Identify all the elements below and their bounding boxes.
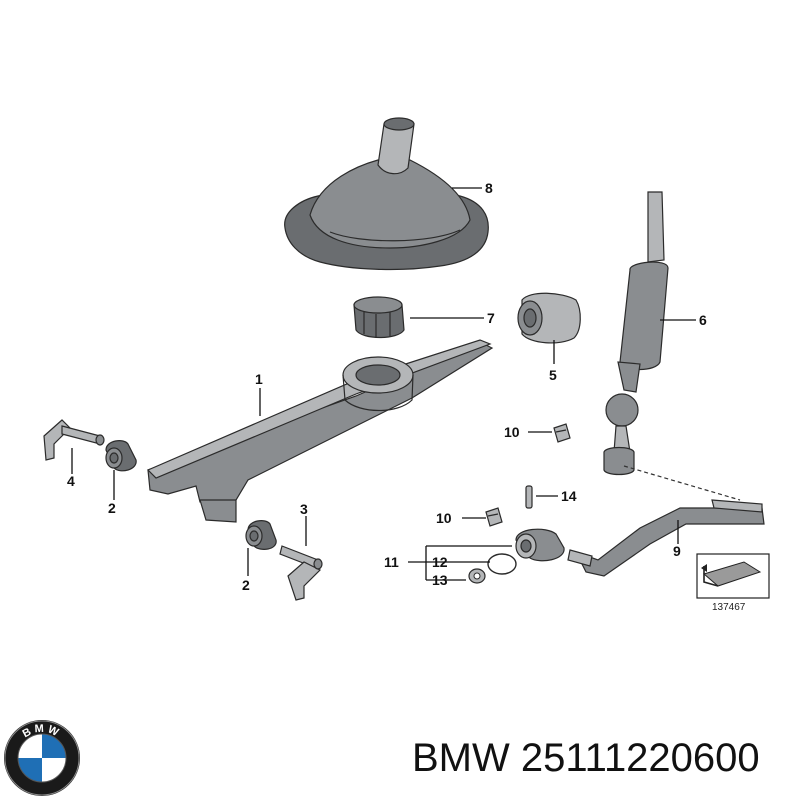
dashed-centre-line — [623, 465, 741, 501]
part-bolt-clip-3 — [279, 545, 323, 601]
callout-3: 3 — [300, 501, 308, 517]
callout-10a: 10 — [504, 424, 520, 440]
callout-6: 6 — [699, 312, 707, 328]
part-bushing-7 — [353, 296, 405, 339]
part-shift-carrier-1 — [146, 339, 494, 523]
callout-11: 11 — [384, 554, 399, 570]
part-shift-boot — [284, 117, 489, 271]
reference-box — [696, 553, 770, 599]
reference-number: 137467 — [712, 602, 746, 613]
part-bearing-shell-5 — [517, 292, 581, 344]
footer-brand: BMW — [412, 736, 510, 780]
part-selector-rod-9 — [567, 499, 765, 577]
leader-lines — [71, 187, 696, 581]
callout-5: 5 — [549, 367, 557, 383]
part-o-ring-12 — [487, 553, 517, 575]
part-washer-13 — [468, 568, 486, 584]
callout-9: 9 — [673, 543, 681, 559]
callout-2a: 2 — [108, 500, 116, 516]
part-bolt-clip-4 — [43, 419, 105, 461]
logo-letters: BMW — [21, 723, 61, 741]
callout-12: 12 — [432, 554, 448, 570]
callout-8: 8 — [485, 180, 493, 196]
callout-10b: 10 — [436, 510, 452, 526]
svg-text:BMW: BMW — [21, 723, 64, 741]
callout-4: 4 — [67, 473, 75, 489]
callout-13: 13 — [432, 572, 448, 588]
footer-part-number: 25111220600 — [520, 736, 760, 780]
part-rubber-bushing-2b — [245, 520, 277, 550]
footer-part-label: BMW 25111220600 — [412, 736, 760, 781]
part-clip-10a — [553, 423, 571, 443]
part-clip-10b — [485, 507, 503, 527]
bmw-logo-icon: BMW — [4, 720, 80, 796]
part-gear-lever-6 — [603, 191, 669, 476]
callout-2b: 2 — [242, 577, 250, 593]
callout-14: 14 — [561, 488, 577, 504]
part-rubber-bushing-2a — [105, 440, 137, 472]
part-pin-14 — [525, 485, 533, 509]
callout-1: 1 — [255, 371, 263, 387]
part-joint-assembly-11 — [515, 528, 565, 562]
callout-7: 7 — [487, 310, 495, 326]
